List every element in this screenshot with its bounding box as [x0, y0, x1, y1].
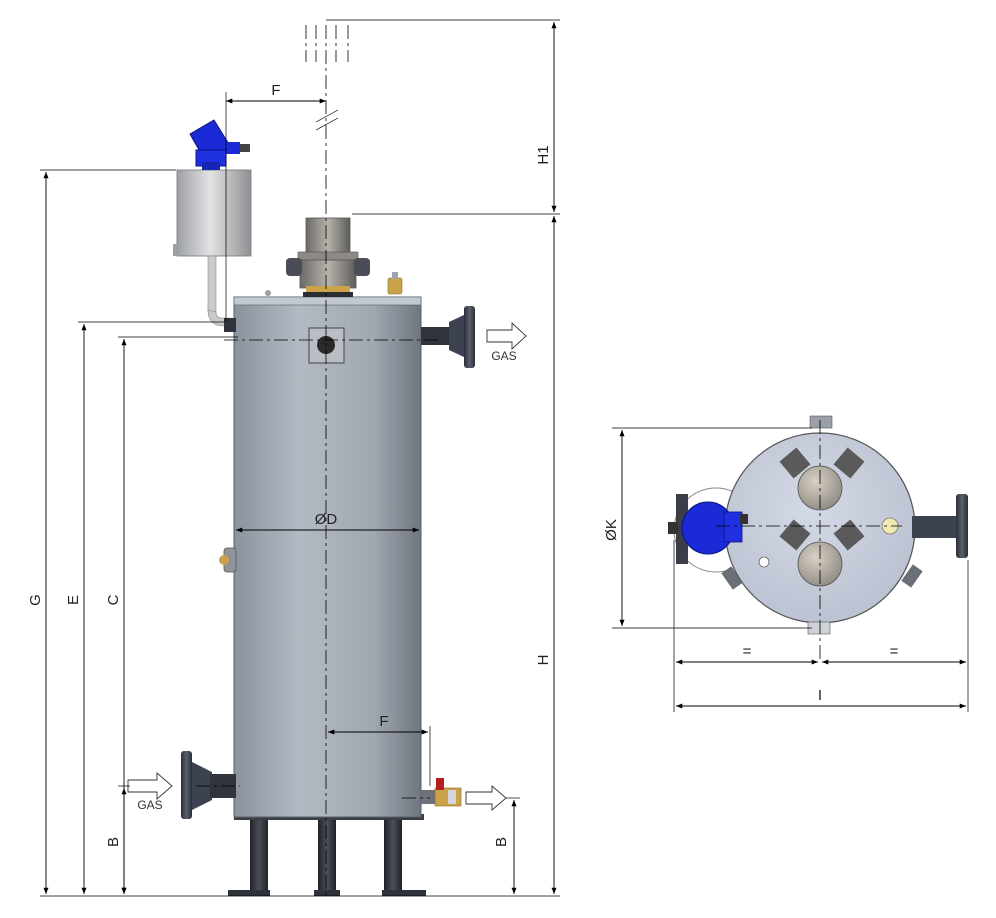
- side-view: F H1 H G E C B B ØD F GAS GAS: [27, 19, 560, 897]
- gas-outlet-arrow: [486, 321, 527, 351]
- dim-label-H: H: [535, 655, 552, 666]
- heater-head: [286, 217, 403, 297]
- support-legs: [228, 814, 426, 896]
- gas-inlet-label: GAS: [137, 798, 162, 812]
- dim-label-K: ØK: [603, 519, 620, 541]
- dim-label-C: C: [105, 594, 122, 605]
- dim-label-F-bottom: F: [379, 713, 388, 730]
- dim-label-D: ØD: [315, 511, 338, 528]
- dim-label-E: E: [65, 595, 82, 605]
- drain-arrow: [465, 785, 507, 811]
- outlet-flange: [421, 306, 527, 368]
- dim-label-equal-left: =: [743, 643, 752, 660]
- drain-valve: [421, 778, 507, 811]
- dim-label-B-left: B: [105, 837, 122, 847]
- expansion-tank: [173, 169, 252, 332]
- dim-label-G: G: [27, 594, 44, 606]
- gas-inlet-arrow: [127, 772, 173, 800]
- junction-box-top: [668, 501, 748, 555]
- dim-label-F-top: F: [271, 82, 280, 99]
- dim-label-I: I: [818, 687, 822, 704]
- vessel-body: [233, 296, 422, 818]
- dim-label-B-right: B: [493, 837, 510, 847]
- side-nozzle: [219, 547, 237, 573]
- junction-box: [189, 119, 250, 170]
- dim-label-H1: H1: [535, 145, 552, 164]
- dim-label-equal-right: =: [890, 643, 899, 660]
- heater-head-top-2: [779, 519, 865, 587]
- top-view: ØK = = I: [603, 415, 969, 712]
- gas-outlet-label: GAS: [491, 349, 516, 363]
- sight-glass: [308, 327, 345, 364]
